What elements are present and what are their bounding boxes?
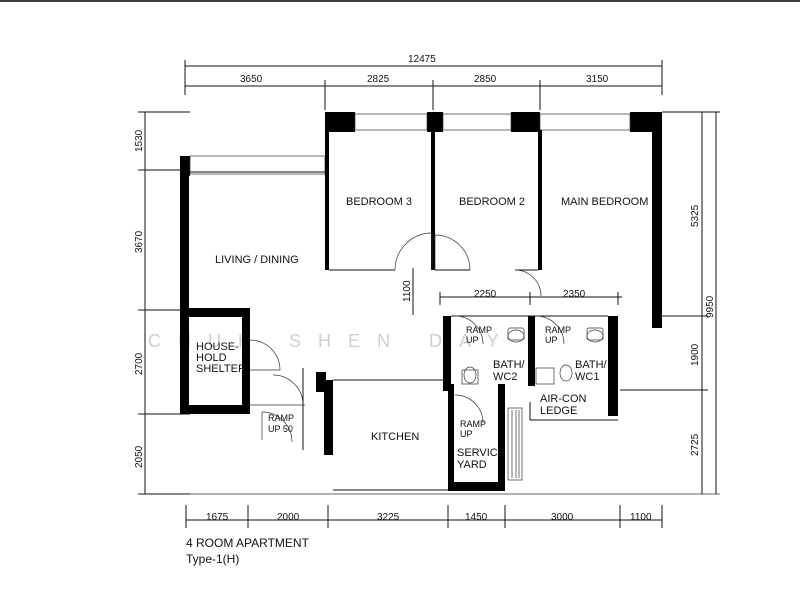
dim-top-2: 2825 (367, 74, 390, 85)
watermark-text: CHUK SHEN DAY (148, 331, 516, 351)
dim-right-1: 5325 (690, 204, 701, 227)
dim-bottom-1: 1675 (206, 512, 229, 523)
dim-top-3: 2850 (474, 74, 497, 85)
dimension-lines (138, 60, 720, 528)
doors (248, 232, 565, 450)
room-label-shelter-3: SHELTER (196, 363, 246, 375)
dim-right-3: 2725 (690, 433, 701, 456)
dim-inner-1: 2250 (474, 289, 497, 300)
dim-left-1: 1530 (134, 129, 145, 152)
ramp-service-2: UP (460, 429, 473, 439)
room-label-shelter-1: HOUSE- (196, 341, 239, 353)
room-label-kitchen: KITCHEN (371, 431, 419, 443)
ramp-entrance-2: UP 50 (268, 424, 293, 434)
ramp-bath2-2: UP (466, 335, 479, 345)
dim-left-2: 3670 (134, 230, 145, 253)
room-label-bath-wc1-2: WC1 (575, 371, 599, 383)
dim-right-outer: 9950 (705, 295, 716, 318)
dim-top-1: 3650 (240, 74, 263, 85)
dim-left-3: 2700 (134, 352, 145, 375)
walls (180, 112, 662, 491)
ramp-entrance-1: RAMP (268, 413, 294, 423)
dim-right-2: 1900 (690, 343, 701, 366)
dim-bottom-6: 1100 (630, 512, 652, 523)
room-label-bath-wc2-2: WC2 (493, 371, 517, 383)
room-label-bath-wc2-1: BATH/ (493, 359, 526, 371)
ramp-bath1-2: UP (545, 335, 558, 345)
room-label-service-1: SERVICE (457, 447, 505, 459)
ramp-bath1-1: RAMP (545, 325, 571, 335)
dim-overall: 12475 (408, 54, 436, 65)
dim-left-4: 2050 (134, 445, 145, 468)
room-label-bath-wc1-1: BATH/ (575, 359, 608, 371)
service-yard-grating (507, 407, 523, 481)
room-label-shelter-2: HOLD (196, 352, 227, 364)
dim-inner-2: 2350 (563, 289, 586, 300)
room-label-main-bedroom: MAIN BEDROOM (561, 196, 648, 208)
dim-bottom-3: 3225 (377, 512, 400, 523)
room-label-living-dining: LIVING / DINING (215, 254, 299, 266)
dim-bottom-2: 2000 (277, 512, 300, 523)
caption-title: 4 ROOM APARTMENT (186, 536, 310, 550)
room-label-bedroom3: BEDROOM 3 (346, 196, 412, 208)
ramp-bath2-1: RAMP (466, 325, 492, 335)
dim-bottom-4: 1450 (465, 512, 488, 523)
ramp-service-1: RAMP (460, 419, 486, 429)
room-label-service-2: YARD (457, 459, 487, 471)
dim-inner-vertical: 1100 (402, 280, 413, 302)
room-label-aircon-1: AIR-CON (540, 393, 587, 405)
dim-bottom-5: 3000 (551, 512, 574, 523)
dim-top-4: 3150 (586, 74, 609, 85)
room-label-aircon-2: LEDGE (540, 405, 577, 417)
sanitary-fixtures (461, 327, 604, 385)
caption-type: Type-1(H) (186, 552, 239, 566)
room-label-bedroom2: BEDROOM 2 (459, 196, 525, 208)
